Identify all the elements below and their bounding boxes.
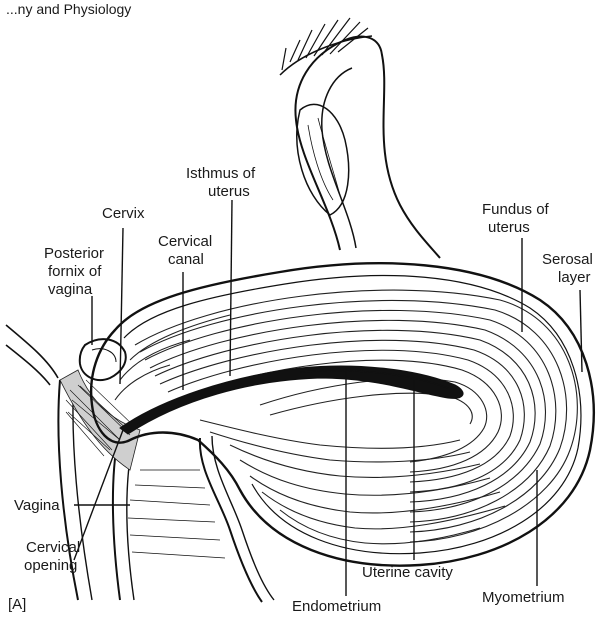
uterus-body — [80, 263, 594, 565]
label-uterine-cavity: Uterine cavity — [362, 564, 453, 581]
label-isthmus-of-uterus: Isthmus of uterus — [186, 165, 259, 200]
panel-label: [A] — [8, 596, 26, 613]
uterine-cavity — [120, 366, 463, 434]
label-vagina: Vagina — [14, 497, 60, 514]
figure-caption: ...ny and Physiology — [6, 1, 131, 17]
fallopian-tube — [280, 18, 440, 258]
label-fundus-of-uterus: Fundus of uterus — [482, 201, 553, 236]
label-cervical-canal: Cervical canal — [158, 233, 216, 268]
label-serosal-layer: Serosal layer — [542, 251, 597, 286]
label-myometrium: Myometrium — [482, 589, 565, 606]
label-cervix: Cervix — [102, 205, 145, 222]
label-endometrium: Endometrium — [292, 598, 381, 615]
label-posterior-fornix-of-vagina: Posterior fornix of vagina — [44, 245, 108, 298]
leader-lines — [74, 200, 582, 596]
label-cervical-opening: Cervical opening — [24, 539, 84, 574]
